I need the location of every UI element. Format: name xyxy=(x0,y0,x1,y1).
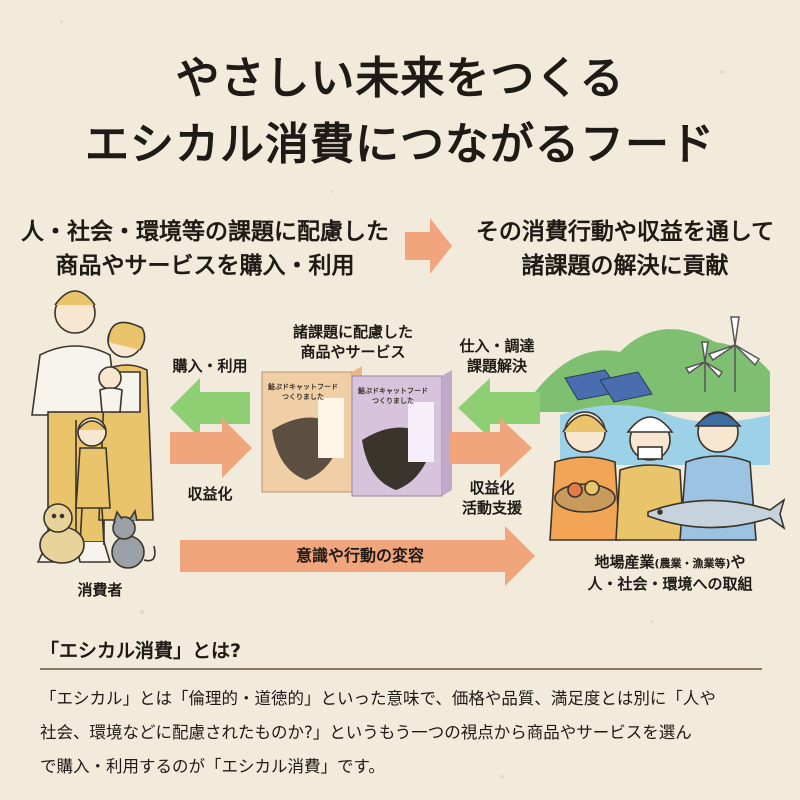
product-box-lilac-title: 鮭ぷドキャットフード つくりました xyxy=(358,386,428,406)
industry-label-line1: 地場産業(農業・漁業等)や xyxy=(545,552,795,574)
product-boxes-illustration xyxy=(261,366,452,497)
local-producers-illustration xyxy=(549,411,786,541)
support-label-line2: 活動支援 xyxy=(461,499,522,517)
section-description: 「エシカル」とは「倫理的・道徳的」といった意味で、価格や品質、満足度とは別に「人… xyxy=(40,682,770,784)
lead-arrow-icon xyxy=(405,218,452,274)
product-label-line1: 諸課題に配慮した xyxy=(292,323,413,341)
box-title-1b: つくりました xyxy=(282,393,324,401)
lead-right: その消費行動や収益を通して 諸課題の解決に貢献 xyxy=(455,215,795,283)
support-label-line1: 収益化 xyxy=(469,479,515,497)
box-title-1: 鮭ぷドキャットフード xyxy=(268,383,338,391)
box-title-2: 鮭ぷドキャットフード xyxy=(358,387,428,395)
section-heading: 「エシカル消費」とは? xyxy=(40,640,242,662)
page-title-line1: やさしい未来をつくる xyxy=(175,53,625,104)
purchase-arrow-icon xyxy=(170,378,250,438)
supply-arrow-icon xyxy=(458,378,540,438)
lead-left: 人・社会・環境等の課題に配慮した 商品やサービスを購入・利用 xyxy=(10,215,400,283)
supply-label: 仕入・調達 課題解決 xyxy=(452,336,542,376)
industry-label-end: や xyxy=(730,553,746,571)
consumer-family-illustration xyxy=(31,290,156,569)
support-arrow-icon xyxy=(450,418,532,478)
paper-speck xyxy=(140,610,144,614)
industry-label-sub: (農業・漁業等) xyxy=(654,557,731,570)
supply-label-line1: 仕入・調達 xyxy=(459,337,535,355)
box-title-2b: つくりました xyxy=(372,397,414,405)
lead-right-line1: その消費行動や収益を通して xyxy=(475,219,775,245)
lead-left-line1: 人・社会・環境等の課題に配慮した xyxy=(21,219,389,245)
lead-left-line2: 商品やサービスを購入・利用 xyxy=(55,253,355,279)
product-box-peach-title: 鮭ぷドキャットフード つくりました xyxy=(268,382,338,402)
paper-speck xyxy=(330,190,333,193)
support-label: 収益化 活動支援 xyxy=(452,478,532,518)
description-line1: 「エシカル」とは「倫理的・道徳的」といった意味で、価格や品質、満足度とは別に「人… xyxy=(40,689,716,708)
description-line2: 社会、環境などに配慮されたものか?」というもう一つの視点から商品やサービスを選ん xyxy=(40,723,692,742)
lead-right-line2: 諸課題の解決に貢献 xyxy=(521,253,729,279)
paper-speck xyxy=(60,20,63,23)
industry-label-main: 地場産業 xyxy=(594,553,655,571)
awareness-label: 意識や行動の変容 xyxy=(295,546,424,565)
consumer-label: 消費者 xyxy=(77,581,123,599)
industry-label-line2: 人・社会・環境への取組 xyxy=(587,575,753,593)
page-title-line2: エシカル消費につながるフード xyxy=(85,119,715,170)
product-box-lilac xyxy=(351,370,452,497)
purchase-label: 購入・利用 xyxy=(172,357,248,375)
industry-label: 地場産業(農業・漁業等)や 人・社会・環境への取組 xyxy=(545,552,795,594)
revenue-label: 収益化 xyxy=(187,485,233,503)
paper-speck xyxy=(650,620,653,623)
product-box-peach xyxy=(261,366,362,493)
product-label: 諸課題に配慮した 商品やサービス xyxy=(268,322,438,362)
product-label-line2: 商品やサービス xyxy=(300,343,406,361)
paper-speck xyxy=(500,775,504,779)
awareness-arrow-icon xyxy=(180,526,535,586)
paper-speck xyxy=(720,70,724,74)
revenue-arrow-icon xyxy=(170,418,252,478)
supply-label-line2: 課題解決 xyxy=(466,357,527,375)
section-divider xyxy=(40,668,762,670)
description-line3: で購入・利用するのが「エシカル消費」です。 xyxy=(40,757,385,776)
